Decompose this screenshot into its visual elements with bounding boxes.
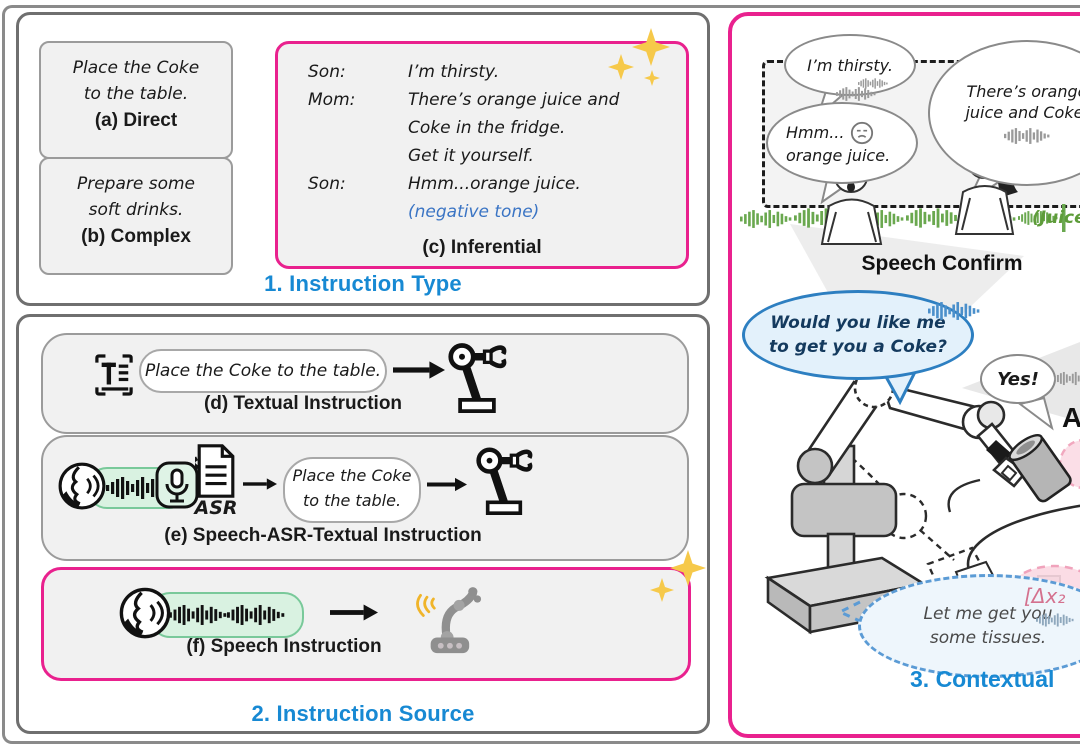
dialog-speaker: Son: <box>308 174 346 194</box>
delta-formula: [Δx₂ <box>1024 584 1066 608</box>
example-box-inferential: Son: I’m thirsty. Mom: There’s orange juic… <box>275 28 689 269</box>
dialog-speaker: Mom: <box>308 90 356 110</box>
sparkles-icon <box>608 28 670 86</box>
direct-label: (a) Direct <box>94 110 178 131</box>
dialog: Son: I’m thirsty. Mom: There’s orange juic… <box>308 58 619 226</box>
textual-pill: Place the Coke to the table. <box>139 349 387 393</box>
partial-label-a: A <box>1062 402 1080 433</box>
asr-pill-line1: Place the Coke <box>292 466 412 485</box>
asr-label: ASR <box>194 497 238 519</box>
yes-bubble: Yes! <box>980 354 1056 404</box>
dialog-speaker <box>308 142 408 170</box>
dialog-text: Coke in the fridge. <box>408 118 566 138</box>
annoyed-face-icon <box>851 121 874 144</box>
dialog-tone-note: (negative tone) <box>408 202 540 222</box>
panel-source-title: 2. Instruction Source <box>251 701 475 726</box>
dialog-text: There’s orange juice and <box>408 90 620 110</box>
speech-asr-label: (e) Speech-ASR-Textual Instruction <box>164 525 482 546</box>
speaking-face-icon <box>118 586 172 640</box>
mom-bubble: There’s orange juice and Coke. <box>928 40 1080 186</box>
tissues-line2: some tissues. <box>929 628 1047 648</box>
dialog-text: Hmm...orange juice. <box>408 174 581 194</box>
arrow-right-icon <box>393 361 445 379</box>
robot-offer-line1: Would you like me <box>770 313 946 333</box>
row-speech-instruction: (f) Speech Instruction <box>41 550 706 681</box>
robot-arm-icon <box>475 447 533 525</box>
textual-label: (d) Textual Instruction <box>203 393 403 414</box>
mom-text-line2: juice and Coke. <box>965 103 1080 122</box>
complex-text-line1: Prepare some <box>76 174 196 194</box>
document-icon <box>195 443 237 499</box>
speech-confirm-label: Speech Confirm <box>861 252 1023 275</box>
tissues-line1: Let me get you <box>923 604 1053 624</box>
dialog-speaker <box>308 114 408 142</box>
dialog-speaker <box>308 198 408 226</box>
waveform-icon <box>1036 610 1074 630</box>
coke-can <box>1008 434 1072 503</box>
dialog-speaker: Son: <box>308 62 346 82</box>
direct-text-line1: Place the Coke <box>72 58 200 78</box>
row-speech-asr-instruction: ASR Place the Coke to the table. (e) Spe… <box>41 435 689 561</box>
sparkles-icon <box>650 550 706 602</box>
waveform-icon <box>1004 127 1050 145</box>
green-wave-caption: (Juice <box>1032 208 1080 228</box>
hmm-bubble: Hmm... orange juice. <box>766 102 918 184</box>
hmm-text-line1: Hmm... <box>786 123 845 142</box>
thirsty-text: I’m thirsty. <box>807 55 893 75</box>
panel-context-title: 3. Contextual <box>910 666 1055 692</box>
waveform-icon <box>1054 370 1080 387</box>
arrow-right-icon <box>330 604 378 621</box>
inferential-label: (c) Inferential <box>422 237 542 258</box>
waveform-icon <box>836 86 876 102</box>
green-waveform-band <box>740 204 1066 232</box>
asr-pill-line2: to the table. <box>302 491 402 510</box>
panel-type-title: 1. Instruction Type <box>264 271 462 296</box>
complex-label: (b) Complex <box>81 226 191 247</box>
robot-offer-bubble: Would you like me to get you a Coke? <box>742 290 974 380</box>
panel-contextual: I’m thirsty. Hmm... orange juice. There’… <box>728 12 1080 738</box>
complex-text-line2: soft drinks. <box>88 200 184 220</box>
speech-label: (f) Speech Instruction <box>186 636 382 657</box>
row-textual-instruction: Place the Coke to the table. (d) Textual… <box>41 333 689 434</box>
yes-text: Yes! <box>997 368 1039 390</box>
arrow-right-icon <box>427 477 467 492</box>
arrow-right-icon <box>243 477 277 491</box>
dialog-text: Get it yourself. <box>408 146 534 166</box>
panel-instruction-source: Place the Coke to the table. (d) Textual… <box>16 314 710 734</box>
waveform-icon <box>928 300 980 322</box>
direct-text-line2: to the table. <box>83 84 189 104</box>
panel-instruction-type: Place the Coke to the table. (a) Direct … <box>16 12 710 306</box>
mom-text-line1: There’s orange <box>966 82 1080 101</box>
example-box-direct: Place the Coke to the table. (a) Direct <box>39 41 233 159</box>
text-scan-icon <box>95 353 133 397</box>
speaking-face-icon <box>57 461 107 511</box>
waveform-icon <box>227 601 285 629</box>
robot-offer-line2: to get you a Coke? <box>769 337 947 357</box>
asr-text-pill: Place the Coke to the table. <box>283 457 421 523</box>
example-box-complex: Prepare some soft drinks. (b) Complex <box>39 157 233 275</box>
tissues-bubble: Let me get you some tissues. <box>858 574 1080 678</box>
waveform-icon <box>169 601 227 629</box>
hmm-text-line2: orange juice. <box>786 145 891 165</box>
dialog-text: I’m thirsty. <box>408 62 500 82</box>
speech-waveform-pill <box>150 592 304 638</box>
